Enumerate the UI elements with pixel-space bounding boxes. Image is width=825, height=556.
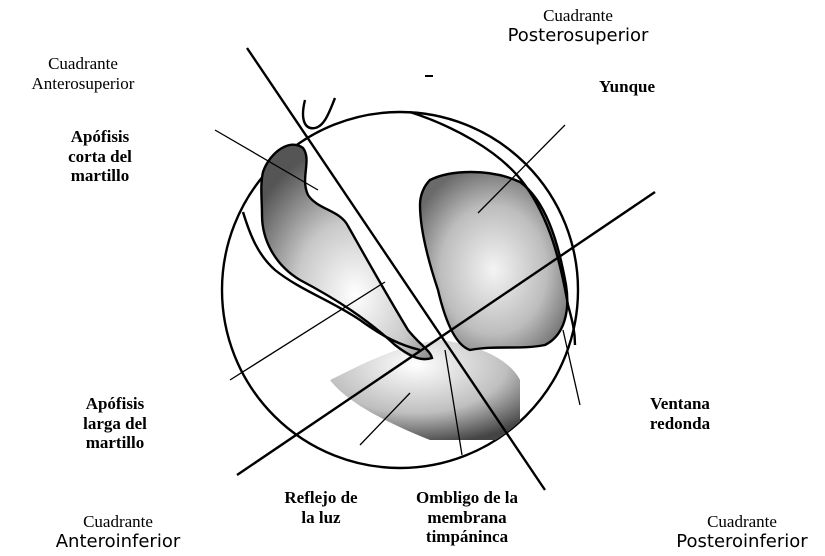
quadrant-word: Cuadrante [662,512,822,532]
label-line: martillo [40,166,160,186]
label-yunque: Yunque [582,77,672,97]
label-line: membrana [392,508,542,528]
label-line: Apófisis [40,127,160,147]
label-cuadrante-posterosuperior: Cuadrante Posterosuperior [498,6,658,46]
label-line: la luz [266,508,376,528]
label-ventana-redonda: Ventana redonda [625,394,735,433]
quadrant-word: Cuadrante [38,512,198,532]
quadrant-name: Posterosuperior [498,26,658,47]
label-line: martillo [55,433,175,453]
label-line: redonda [625,414,735,434]
quadrant-word: Cuadrante [498,6,658,26]
label-cuadrante-anteroinferior: Cuadrante Anteroinferior [38,512,198,552]
label-apofisis-larga: Apófisis larga del martillo [55,394,175,453]
quadrant-name: Anterosuperior [18,74,148,94]
label-line: larga del [55,414,175,434]
label-line: timpáninca [392,527,542,547]
label-cuadrante-anterosuperior: Cuadrante Anterosuperior [18,54,148,93]
notch-shape [303,98,335,128]
quadrant-name: Posteroinferior [662,532,822,553]
label-cuadrante-posteroinferior: Cuadrante Posteroinferior [662,512,822,552]
label-reflejo-luz: Reflejo de la luz [266,488,376,527]
label-line: corta del [40,147,160,167]
label-apofisis-corta: Apófisis corta del martillo [40,127,160,186]
quadrant-word: Cuadrante [18,54,148,74]
label-ombligo: Ombligo de la membrana timpáninca [392,488,542,547]
label-line: Ombligo de la [392,488,542,508]
label-line: Apófisis [55,394,175,414]
quadrant-name: Anteroinferior [38,532,198,553]
label-line: Reflejo de [266,488,376,508]
label-line: Ventana [625,394,735,414]
